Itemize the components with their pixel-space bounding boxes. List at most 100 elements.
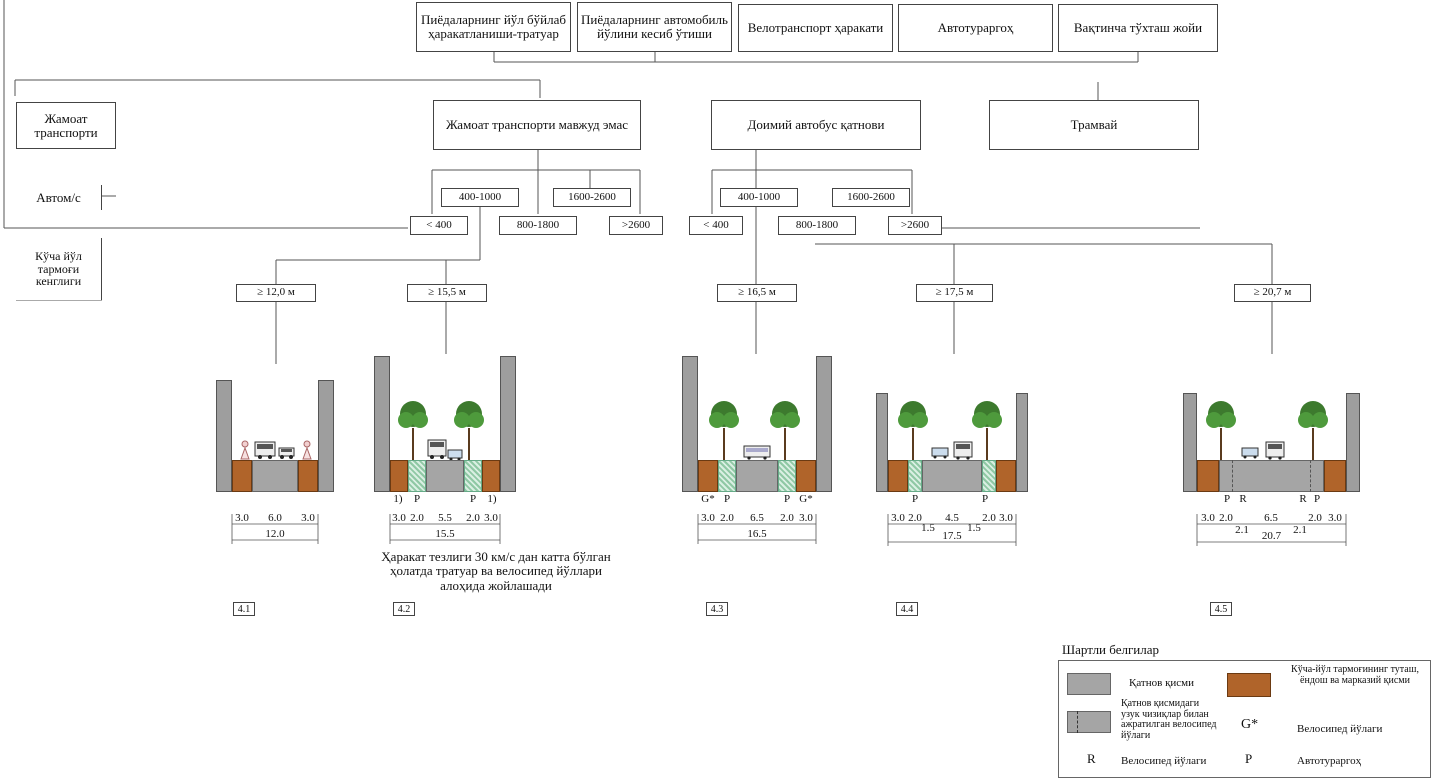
width-17-5: ≥ 17,5 м [916, 284, 993, 302]
volume-400-1000-b: 400-1000 [720, 188, 798, 207]
carriageway [736, 460, 778, 492]
dim-label: 3.0 [891, 512, 905, 524]
sidewalk-strip [1324, 460, 1346, 492]
width-20-7: ≥ 20,7 м [1234, 284, 1311, 302]
sidewalk-strip [298, 460, 318, 492]
sidewalk-strip [698, 460, 718, 492]
width-15-5: ≥ 15,5 м [407, 284, 487, 302]
mark-label: P [981, 493, 989, 505]
bike-lane [464, 460, 482, 492]
total-width-label: 16.5 [747, 528, 767, 540]
bike-lane [718, 460, 736, 492]
row-public-transport: Жамоат транспорти [16, 102, 116, 149]
vehicles-icon [254, 441, 295, 459]
legend-g-label: Велосипед йўлаги [1297, 723, 1383, 735]
width-17-5-label: ≥ 17,5 м [935, 286, 974, 299]
building-wall [682, 356, 698, 492]
mark-label: P [469, 493, 477, 505]
dim-label: 2.0 [720, 512, 734, 524]
volume-1600-2600-a: 1600-2600 [553, 188, 631, 207]
section-number-label: 4.3 [710, 603, 724, 615]
legend-dash [1077, 711, 1078, 733]
mark-label: P [413, 493, 421, 505]
total-width-label: 12.0 [265, 528, 285, 540]
volume-400-1000-a: 400-1000 [441, 188, 519, 207]
dim-label: 4.5 [945, 512, 959, 524]
header-parking: Автотураргоҳ [898, 4, 1053, 52]
volume-gt2600-a: >2600 [609, 216, 663, 235]
total-width-label: 17.5 [942, 530, 962, 542]
carriageway [252, 460, 298, 492]
volume-gt2600-b: >2600 [888, 216, 942, 235]
building-wall [1016, 393, 1028, 492]
sidewalk-strip [996, 460, 1016, 492]
sidewalk-strip [796, 460, 816, 492]
total-width-label: 15.5 [435, 528, 455, 540]
mark-label: P [1223, 493, 1231, 505]
volume-lt400-b-label: < 400 [703, 218, 729, 231]
header-crossing-label: Пиёдаларнинг автомобиль йўлини кесиб ўти… [581, 12, 728, 41]
dim-label: 6.0 [268, 512, 282, 524]
section-number: 4.4 [896, 602, 918, 616]
legend-r-label: Велосипед йўлаги [1121, 755, 1207, 767]
legend-carriageway-swatch [1067, 673, 1111, 695]
dim-label: 2.0 [780, 512, 794, 524]
transport-none: Жамоат транспорти мавжуд эмас [433, 100, 641, 150]
building-wall [816, 356, 832, 492]
dim-label: 1.5 [967, 522, 981, 534]
dim-label: 1.5 [921, 522, 935, 534]
tree-icon [1298, 401, 1328, 460]
bus-icon [427, 439, 447, 459]
mark-label: P [723, 493, 731, 505]
header-sidewalk-label: Пиёдаларнинг йўл бўйлаб ҳаракатланиши-тр… [421, 12, 566, 41]
bus-icon [743, 445, 771, 460]
volume-1600-2600-b-label: 1600-2600 [847, 190, 895, 203]
section-number-label: 4.4 [900, 603, 914, 615]
vehicles-icon [931, 441, 973, 460]
volume-1600-2600-a-label: 1600-2600 [568, 190, 616, 203]
width-12: ≥ 12,0 м [236, 284, 316, 302]
legend-carriageway-label: Қатнов қисми [1129, 677, 1195, 689]
mark-label: P [1313, 493, 1321, 505]
building-wall [374, 356, 390, 492]
section-number-label: 4.2 [397, 603, 411, 615]
building-wall [876, 393, 888, 492]
carriageway [1219, 460, 1324, 492]
carriageway [426, 460, 464, 492]
section-number: 4.3 [706, 602, 728, 616]
dim-label: 3.0 [701, 512, 715, 524]
sidewalk-strip [390, 460, 408, 492]
volume-gt2600-a-label: >2600 [621, 218, 651, 231]
dim-label: 3.0 [392, 512, 406, 524]
dim-label: 2.0 [1308, 512, 1322, 524]
dim-label: 2.1 [1235, 524, 1249, 536]
tree-icon [398, 401, 428, 460]
building-wall [500, 356, 516, 492]
legend-r-symbol: R [1087, 751, 1096, 766]
volume-400-1000-b-label: 400-1000 [737, 190, 781, 203]
dim-label: 2.0 [410, 512, 424, 524]
transport-tram-label: Трамвай [1070, 117, 1118, 133]
volume-lt400-a-label: < 400 [426, 218, 452, 231]
volume-800-1800-b-label: 800-1800 [795, 218, 839, 231]
dim-label: 2.1 [1293, 524, 1307, 536]
bike-lane [778, 460, 796, 492]
volume-lt400-b: < 400 [689, 216, 743, 235]
total-width-label: 20.7 [1261, 530, 1282, 542]
row-street-width-label: Кўча йўл тармоғи кенглиги [35, 249, 82, 289]
transport-tram: Трамвай [989, 100, 1199, 150]
building-wall [318, 380, 334, 492]
bike-lane [982, 460, 996, 492]
width-16-5: ≥ 16,5 м [717, 284, 797, 302]
dim-label: 6.5 [750, 512, 764, 524]
dim-label: 2.0 [908, 512, 922, 524]
section-number: 4.1 [233, 602, 255, 616]
header-parking-label: Автотураргоҳ [937, 20, 1014, 36]
width-16-5-label: ≥ 16,5 м [738, 286, 776, 299]
legend-side-swatch [1227, 673, 1271, 697]
volume-800-1800-a: 800-1800 [499, 216, 577, 235]
speed-note: Ҳаракат тезлиги 30 км/с дан катта бўлган… [381, 549, 611, 593]
mark-label: P [911, 493, 919, 505]
